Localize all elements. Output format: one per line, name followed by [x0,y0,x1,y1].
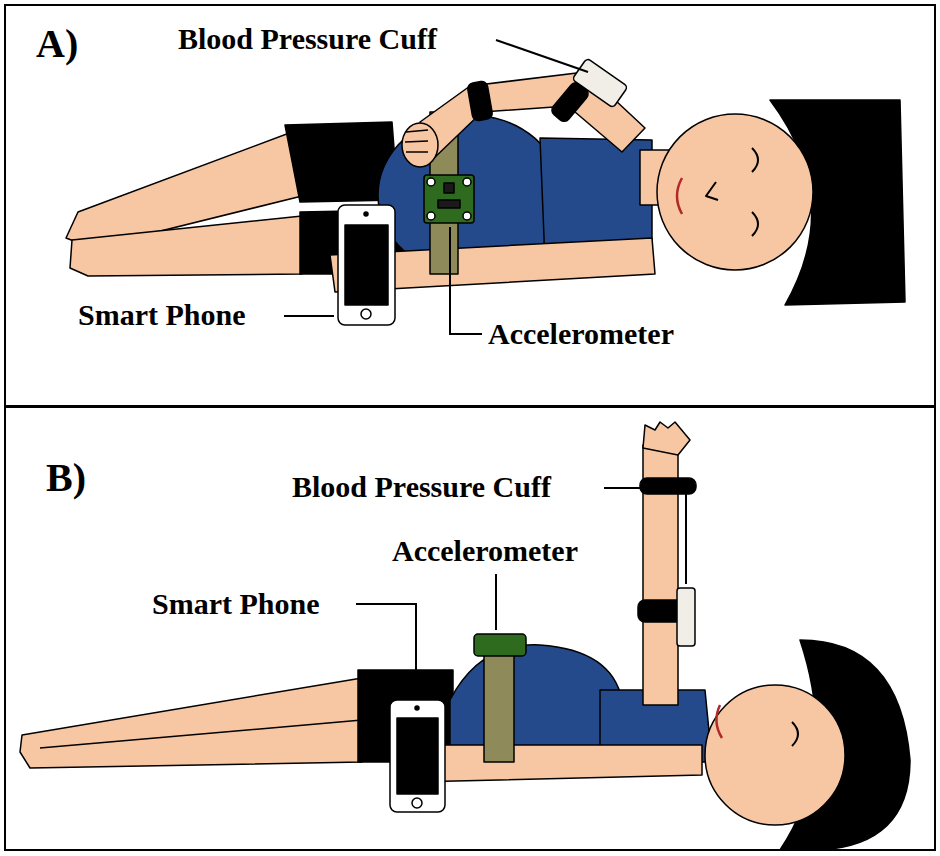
part-label: Accelerometer [486,317,676,350]
side-lying-figure-part [572,58,628,108]
supine-figure-part [705,685,845,825]
leader-line [356,488,686,696]
side-lying-figure-part [424,175,474,223]
panel-letter: A) [34,22,80,66]
panel-frame [5,5,935,850]
leader-line-part [356,604,416,696]
supine-figure-part [677,588,695,646]
part-label: Smart Phone [76,298,248,331]
side-lying-figure-part [402,123,438,167]
supine-figure-part [390,700,445,812]
leader-line-part [604,488,686,584]
supine-figure-part [20,678,362,768]
part-label: Blood Pressure Cuff [176,22,439,55]
part-label: Smart Phone [150,587,322,620]
side-lying-figure-part [345,225,388,305]
side-lying-figure-part [338,205,395,325]
side-lying-figure-part [657,114,813,270]
side-lying-figure-part [405,130,428,152]
side-lying-figure-part [361,309,371,319]
supine-figure-part [640,478,696,494]
panel-frame-part [5,407,935,850]
leader-line [284,40,588,334]
supine-figure-part [643,422,690,455]
side-lying-figure-part [444,183,454,193]
side-lying-figure-part-part [463,212,471,220]
part-label: Blood Pressure Cuff [290,470,553,503]
leader-line-part [496,40,588,72]
side-lying-figure-part-part [463,178,471,186]
supine-figure-part [397,718,438,794]
side-lying-figure-part [427,178,471,220]
supine-figure-part [40,720,362,748]
leader-line-part [495,574,497,630]
supine-figure-part [474,634,526,656]
supine-figure-part [412,798,422,808]
supine-figure-part [484,645,514,762]
panel-letter: B) [44,456,88,500]
supine-figure [20,422,910,850]
side-lying-figure-part [706,182,718,200]
side-lying-figure-part-part [427,212,435,220]
side-lying-figure-part [438,200,460,208]
leader-line-part [450,227,482,334]
side-lying-figure-part [364,212,368,216]
leader-line-part [284,315,334,317]
supine-figure-part [415,706,419,710]
side-lying-figure-part [752,212,758,236]
part-label: Accelerometer [390,534,580,567]
side-lying-figure-part [752,148,758,172]
side-lying-figure-part [677,178,682,214]
supine-figure-part [792,722,798,746]
side-lying-figure-part-part [427,178,435,186]
side-lying-figure [66,58,905,325]
panel-frame-part [5,5,935,406]
supine-figure-part [716,705,722,738]
supine-figure-part [410,745,702,782]
side-lying-figure-part [70,216,302,276]
side-lying-figure-part [467,81,493,122]
